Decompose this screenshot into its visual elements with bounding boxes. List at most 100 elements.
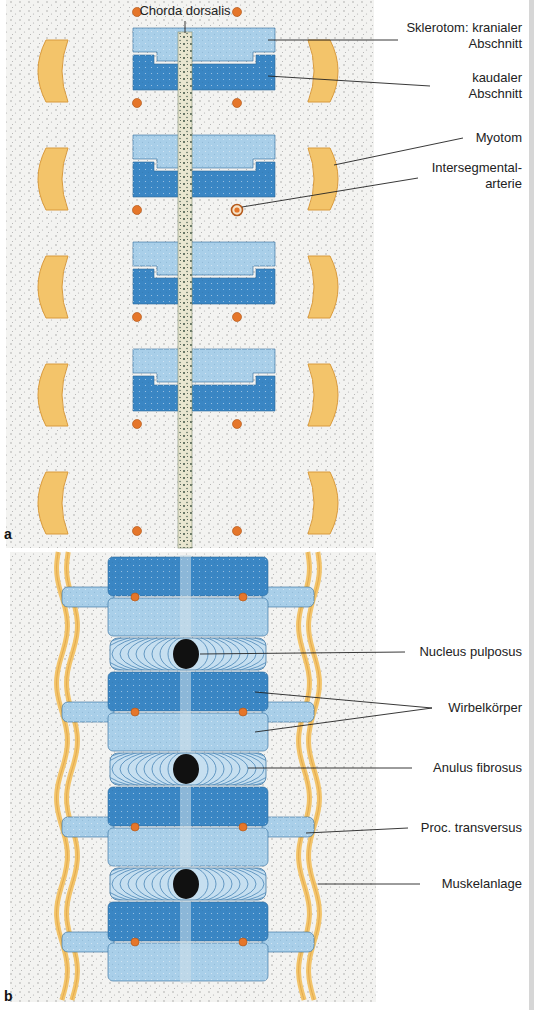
intersegmental-artery (133, 420, 142, 429)
transverse-process (262, 702, 314, 722)
vertebra-panel (57, 552, 320, 1000)
intersegmental-artery (232, 205, 243, 216)
process-texture (262, 702, 314, 722)
leader-line (255, 692, 432, 708)
myotome (308, 364, 338, 426)
notochord (178, 32, 192, 548)
lamella (136, 868, 240, 900)
anulus-lamellae (110, 868, 266, 900)
sclerotome-panel (38, 8, 338, 549)
process-texture (62, 702, 114, 722)
structure-label: Muskelanlage (442, 876, 522, 892)
nucleus-pulposus (173, 754, 199, 784)
nucleus-pulposus (173, 869, 199, 899)
structure-label: Intersegmental- arterie (418, 160, 522, 193)
leader-line (255, 708, 432, 732)
sclerotome-caudal (133, 376, 275, 411)
process-texture (62, 932, 114, 952)
myotome (308, 256, 338, 318)
myotome (38, 256, 68, 318)
lamella (110, 868, 266, 900)
myotome (38, 148, 68, 210)
intersegmental-artery (133, 206, 142, 215)
transverse-process (62, 702, 114, 722)
lamella (160, 868, 216, 900)
intersegmental-artery (233, 527, 242, 536)
intersegmental-artery (133, 527, 142, 536)
transverse-process (262, 817, 314, 837)
leader-line (268, 40, 398, 41)
transverse-process (62, 587, 114, 607)
sclerotome-texture (133, 269, 275, 304)
transverse-process (262, 587, 314, 607)
intersegmental-artery (133, 99, 142, 108)
transverse-process (62, 932, 114, 952)
sclerotome-caudal (133, 162, 275, 197)
leader-line (306, 828, 408, 833)
intersegmental-artery (233, 8, 242, 17)
leader-line (268, 76, 430, 86)
process-texture (262, 817, 314, 837)
lamella (110, 868, 266, 900)
segmental-artery (239, 938, 247, 946)
structure-label: Anulus fibrosus (433, 760, 522, 776)
process-texture (262, 932, 314, 952)
panel-letter: b (4, 988, 13, 1006)
myotome (308, 40, 338, 102)
lamella (120, 753, 256, 785)
sclerotome-texture (133, 376, 275, 411)
mesenchyme-ground (6, 0, 374, 548)
transverse-process (62, 817, 114, 837)
anulus-fibrosus (110, 868, 266, 900)
structure-label: kaudaler Abschnitt (444, 70, 522, 103)
anulus-fibrosus (110, 753, 266, 785)
panel-letter: a (4, 526, 12, 544)
process-texture (262, 587, 314, 607)
leader-line (248, 768, 412, 769)
lamella (144, 868, 232, 900)
lamella (128, 753, 248, 785)
leader-line (185, 21, 186, 33)
sclerotome-texture (133, 162, 275, 197)
lamella (168, 868, 208, 900)
lamella (160, 753, 216, 785)
myotome (308, 148, 338, 210)
intersegmental-artery (233, 313, 242, 322)
page-edge (529, 0, 534, 1010)
lamella (112, 868, 264, 900)
lamella (110, 753, 266, 785)
lamella (128, 868, 248, 900)
myotome (38, 364, 68, 426)
segmental-artery (239, 708, 247, 716)
segmental-artery (131, 823, 139, 831)
sclerotome-caudal (133, 269, 275, 304)
anulus-lamellae (110, 753, 266, 785)
lamella (110, 753, 266, 785)
lamella (152, 753, 224, 785)
myotome (38, 472, 68, 534)
structure-label: Myotom (476, 130, 522, 146)
myotome (308, 472, 338, 534)
lamella (120, 868, 256, 900)
sclerotome-caudal (133, 55, 275, 90)
segmental-artery (131, 708, 139, 716)
intersegmental-artery (233, 99, 242, 108)
lamella (110, 753, 266, 785)
segmental-artery (239, 593, 247, 601)
transverse-process (262, 932, 314, 952)
structure-label: Nucleus pulposus (419, 644, 522, 660)
lamella (136, 753, 240, 785)
structure-label: Wirbelkörper (448, 700, 522, 716)
process-texture (62, 817, 114, 837)
segmental-artery (131, 593, 139, 601)
sclerotome-texture (133, 55, 275, 90)
myotome (38, 40, 68, 102)
process-texture (62, 587, 114, 607)
intersegmental-artery (133, 313, 142, 322)
leader-line (318, 884, 420, 885)
leader-line (242, 178, 418, 207)
lamella (168, 753, 208, 785)
lamella (152, 868, 224, 900)
segmental-artery (131, 938, 139, 946)
